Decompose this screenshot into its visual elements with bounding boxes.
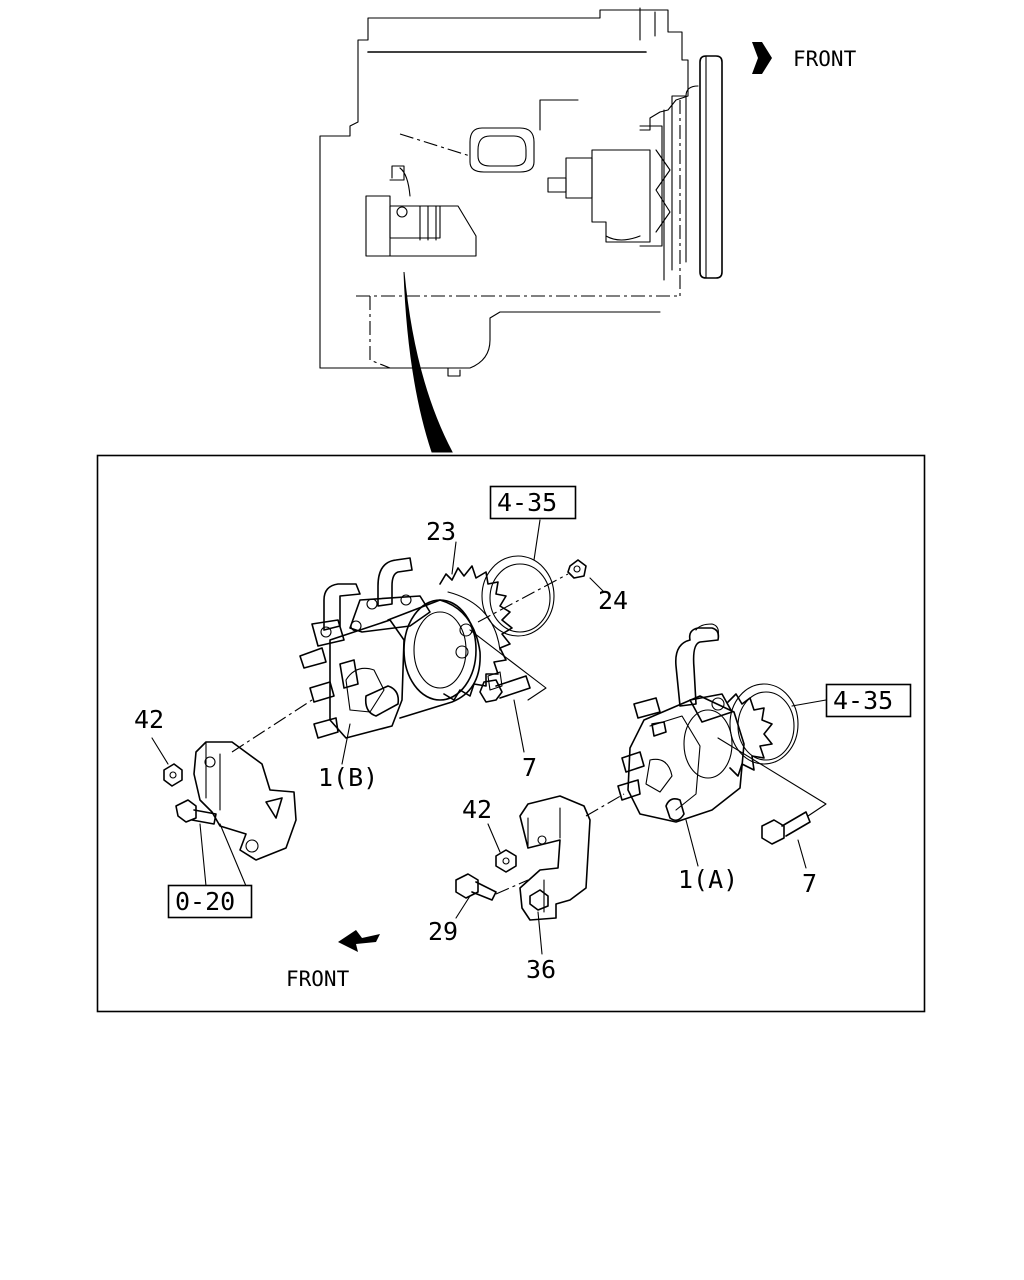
callout-7-right: 7 xyxy=(802,869,817,898)
callout-29: 29 xyxy=(428,917,458,946)
engine-overview: FRONT xyxy=(319,7,857,453)
ref-box-4-35-top[interactable]: 4-35 xyxy=(489,485,577,520)
ref-box-4-35-right[interactable]: 4-35 xyxy=(825,683,912,718)
ref-box-0-20[interactable]: 0-20 xyxy=(167,884,253,919)
detail-frame xyxy=(96,454,926,1013)
callout-1b: 1(B) xyxy=(318,763,378,792)
callout-42-left: 42 xyxy=(134,705,164,734)
callout-7-left: 7 xyxy=(522,753,537,782)
leaders-right xyxy=(455,699,827,955)
pump-b-assembly xyxy=(163,555,587,861)
leaders-left xyxy=(151,519,605,887)
front-label-top: FRONT xyxy=(793,47,857,71)
callout-24: 24 xyxy=(598,586,628,615)
pump-a-assembly xyxy=(455,623,827,921)
callout-36: 36 xyxy=(526,955,556,984)
ref-label-0-20: 0-20 xyxy=(175,887,235,916)
front-label-detail: FRONT xyxy=(286,967,350,991)
callout-1a: 1(A) xyxy=(678,865,738,894)
callout-42-right: 42 xyxy=(462,795,492,824)
callout-23: 23 xyxy=(426,517,456,546)
front-arrow-icon-detail xyxy=(338,930,380,952)
ref-label-4-35-right: 4-35 xyxy=(833,686,893,715)
front-arrow-icon xyxy=(752,42,772,74)
ref-label-4-35-top: 4-35 xyxy=(497,488,557,517)
